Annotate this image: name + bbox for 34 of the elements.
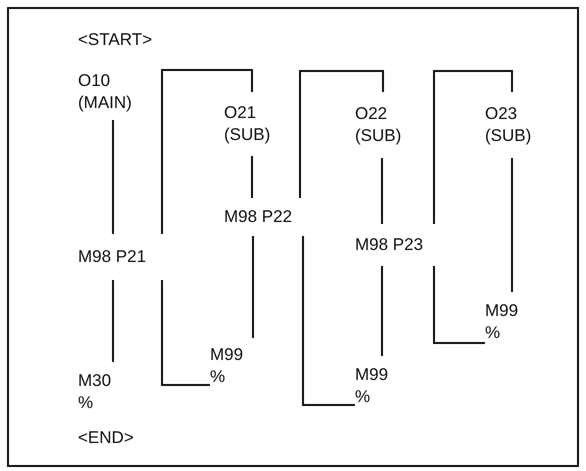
flow-line [381,266,383,356]
program-code: (SUB) [485,125,532,147]
program-code: (MAIN) [78,92,132,114]
program-code: M98 P22 [224,206,292,228]
program-code: % [210,366,226,388]
flow-line [112,120,114,234]
program-code: O10 [78,70,110,92]
flow-line [381,158,383,224]
program-code: (SUB) [355,125,402,147]
program-code: O22 [355,103,388,125]
program-code: M98 P21 [78,246,146,268]
flow-line [161,69,253,234]
flow-line [251,156,253,198]
program-code: % [485,322,500,344]
program-code: O21 [224,102,256,124]
flow-line [161,280,210,386]
program-code: O23 [485,103,518,125]
flow-line [511,158,513,292]
program-code: M99 [485,300,518,322]
flow-line [302,236,355,406]
flow-line [433,266,485,344]
program-code: (SUB) [224,124,270,146]
program-code: M99 [355,364,388,386]
flow-marker-text: <START> [78,30,152,50]
flow-line [112,280,114,362]
flow-line [252,236,254,338]
program-code: % [355,386,370,408]
flow-line [433,70,513,224]
program-code: M98 P23 [355,234,424,256]
flow-line [299,70,384,198]
program-code: M99 [210,344,244,366]
program-code: M30 [78,370,112,392]
flow-marker-text: <END> [78,428,134,448]
program-code: % [78,392,94,414]
